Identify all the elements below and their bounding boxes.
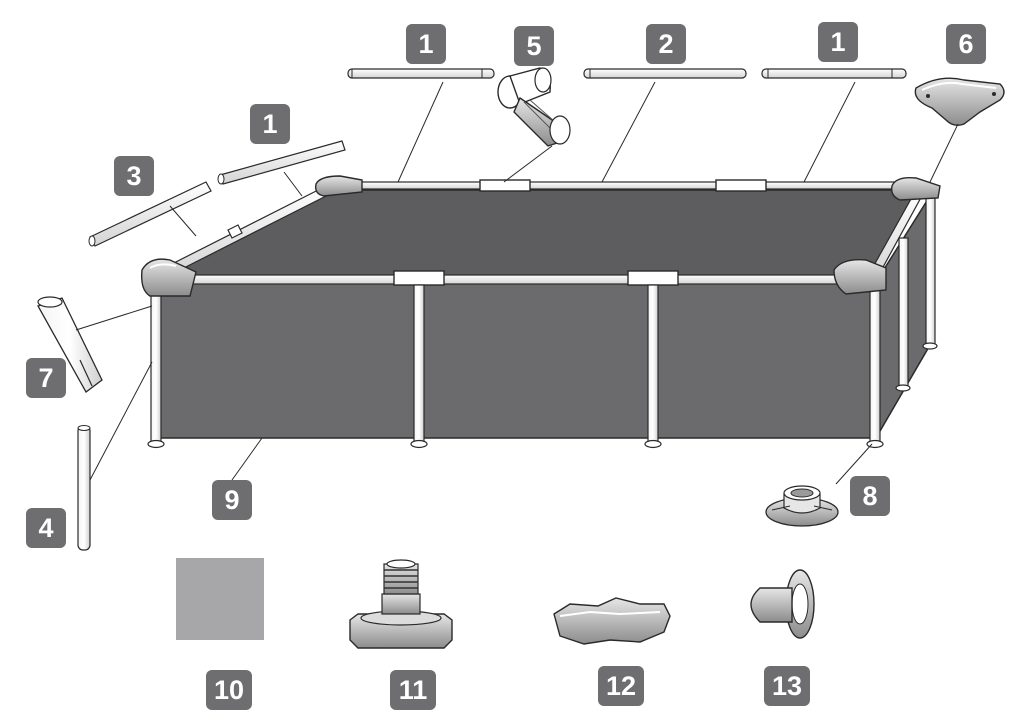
beam-part-1-diagonal bbox=[217, 140, 346, 185]
callout-badge: 8 bbox=[850, 476, 890, 516]
callout-badge: 6 bbox=[946, 24, 986, 64]
leg-part-4 bbox=[77, 425, 91, 551]
plug-part-13 bbox=[750, 569, 815, 639]
leg-mid-right-foot bbox=[895, 384, 911, 392]
callout-badge: 12 bbox=[598, 666, 644, 706]
callout-badge: 1 bbox=[406, 24, 446, 64]
pool-assembly bbox=[140, 175, 941, 449]
back-top-rail bbox=[329, 181, 921, 190]
t-connector-part-5 bbox=[497, 67, 571, 147]
leg-connector-part-7 bbox=[37, 296, 103, 393]
callout-badge: 5 bbox=[514, 26, 554, 66]
callout-badge: 9 bbox=[212, 480, 252, 520]
callout-badge: 13 bbox=[764, 666, 810, 706]
callout-badge: 1 bbox=[250, 104, 290, 144]
callout-badge: 1 bbox=[818, 22, 858, 62]
callout-badge: 7 bbox=[26, 358, 66, 398]
leg-back-right bbox=[925, 195, 936, 347]
beam-part-1-top-left bbox=[347, 68, 495, 79]
ground-cloth-part-10 bbox=[176, 558, 264, 640]
callout-badge: 11 bbox=[390, 670, 436, 710]
beam-part-2-top bbox=[583, 68, 747, 79]
drain-cap-part-12 bbox=[553, 597, 671, 645]
corner-joint-back-right bbox=[890, 176, 941, 201]
foot-cap-part-8 bbox=[765, 485, 839, 527]
corner-joint-front-right bbox=[833, 259, 887, 295]
leg-mid-right bbox=[898, 237, 909, 389]
t-connector-front-2 bbox=[627, 270, 679, 286]
t-connector-back-1 bbox=[479, 179, 531, 192]
leg-front-right bbox=[869, 284, 881, 445]
pool-liner-top bbox=[159, 189, 922, 279]
t-connector-back-2 bbox=[715, 179, 767, 192]
leader-lines bbox=[75, 81, 959, 485]
callout-badge: 4 bbox=[26, 508, 66, 548]
corner-joint-part-6 bbox=[914, 77, 1005, 127]
callout-badge: 2 bbox=[646, 24, 686, 64]
left-rail-joint bbox=[227, 224, 243, 239]
leg-back-right-foot bbox=[922, 342, 938, 350]
leg-front-mid-2 bbox=[647, 284, 659, 445]
t-connector-front-1 bbox=[393, 270, 445, 286]
corner-joint-front-left bbox=[140, 258, 197, 297]
leg-front-left bbox=[150, 289, 162, 445]
pool-liner-front bbox=[159, 279, 877, 439]
leg-front-mid-1-foot bbox=[410, 439, 428, 449]
front-top-rail bbox=[159, 274, 877, 285]
callout-badge: 3 bbox=[114, 156, 154, 196]
leg-front-mid-1 bbox=[413, 284, 425, 445]
leg-front-left-foot bbox=[147, 439, 165, 449]
corner-joint-back-left bbox=[314, 175, 363, 197]
beam-part-3-diagonal bbox=[88, 181, 212, 247]
callout-badge: 10 bbox=[206, 670, 252, 710]
leg-front-mid-2-foot bbox=[644, 439, 662, 449]
beam-part-1-top-right bbox=[761, 68, 907, 79]
drain-valve-part-11 bbox=[349, 559, 453, 649]
